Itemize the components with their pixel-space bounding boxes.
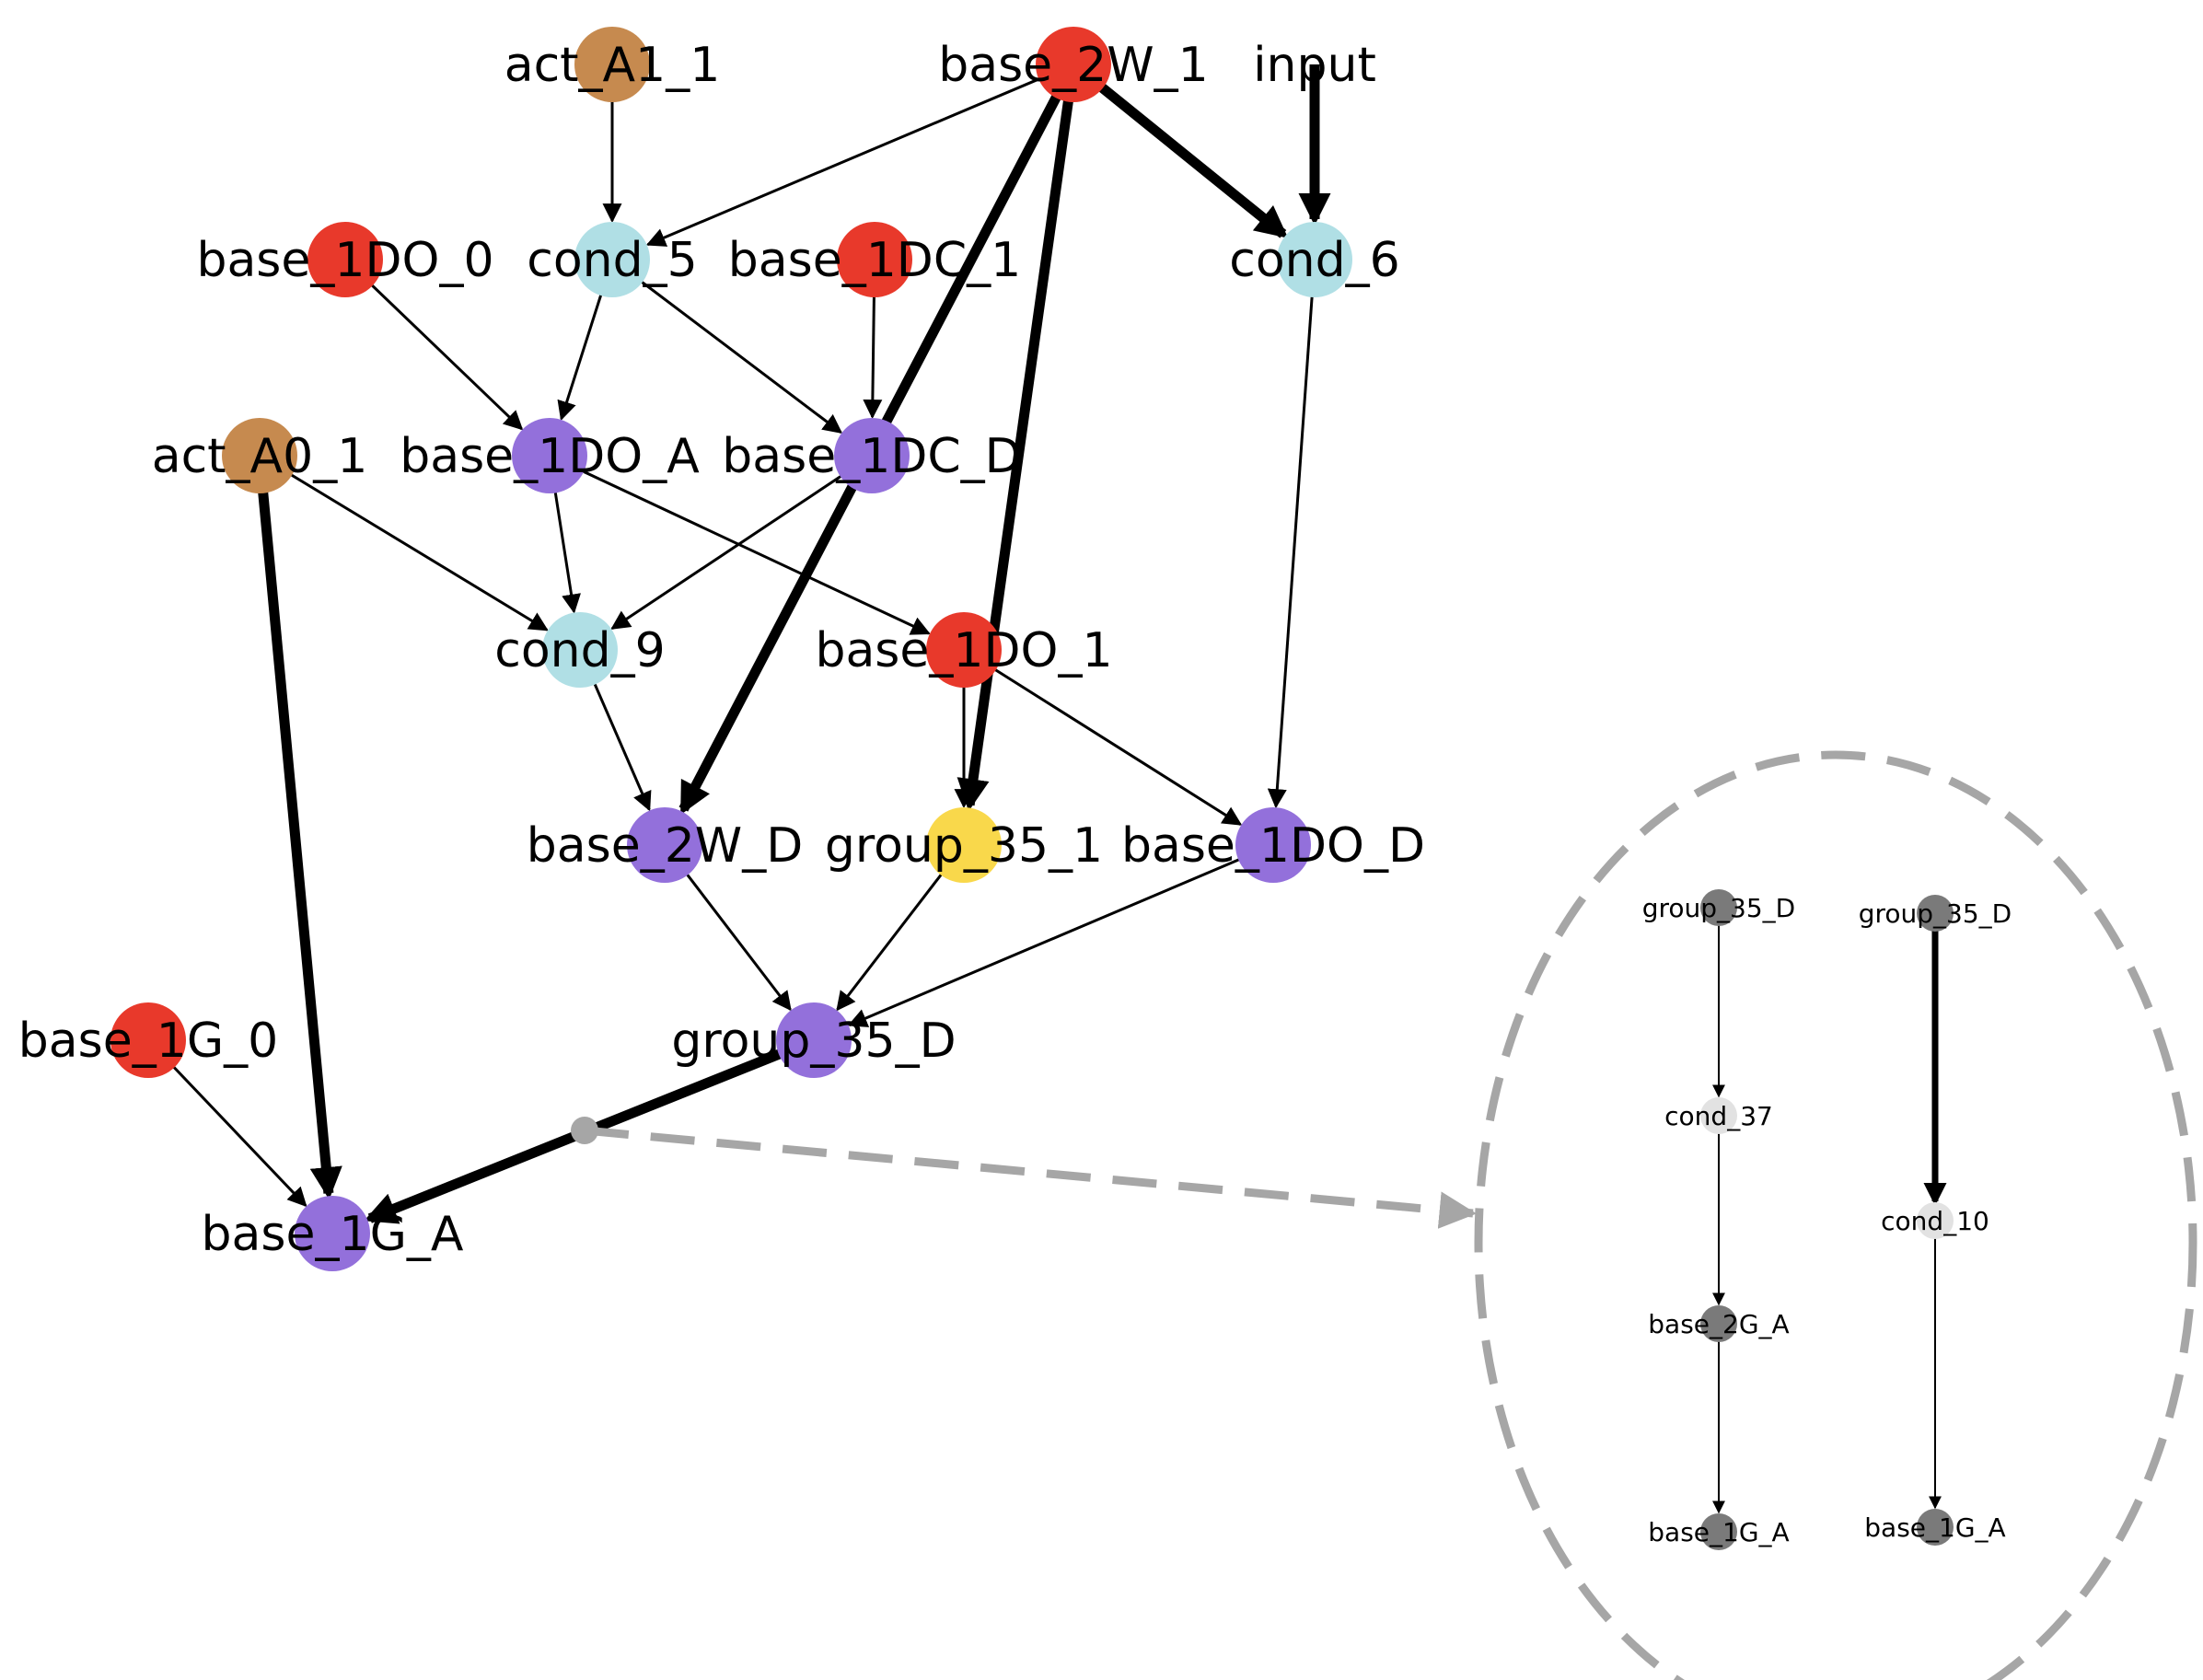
node-cond_6: cond_6 bbox=[1229, 222, 1400, 297]
edge-base_1DC_D-to-cond_9 bbox=[610, 454, 873, 630]
node-base_1G_0: base_1G_0 bbox=[18, 1002, 278, 1078]
main-graph-edges bbox=[146, 60, 1331, 1224]
node-circle bbox=[837, 222, 912, 297]
inset-node-circle bbox=[1917, 1202, 1954, 1239]
edge-act_A0_1-to-cond_9 bbox=[259, 454, 549, 631]
node-label: base_1G_0 bbox=[18, 1014, 278, 1069]
node-act_A0_1: act_A0_1 bbox=[152, 418, 368, 493]
inset-node-circle bbox=[1700, 1305, 1737, 1342]
edge-base_1G_0-to-base_1G_A bbox=[146, 1038, 307, 1208]
node-base_1DO_1: base_1DO_1 bbox=[815, 612, 1113, 688]
node-label: base_1DO_0 bbox=[196, 233, 493, 288]
node-base_2W_D: base_2W_D bbox=[527, 807, 804, 883]
node-label: cond_5 bbox=[527, 233, 697, 288]
node-label: cond_6 bbox=[1229, 233, 1399, 288]
node-group_35_1: group_35_1 bbox=[825, 807, 1103, 883]
node-circle bbox=[542, 612, 618, 688]
edge-base_1DO_D-to-group_35_D bbox=[847, 843, 1274, 1027]
inset-node-circle bbox=[1700, 1097, 1737, 1134]
node-label: act_A0_1 bbox=[152, 429, 368, 484]
node-label: group_35_1 bbox=[825, 818, 1103, 874]
node-circle bbox=[574, 222, 650, 297]
node-label: base_1DC_D bbox=[722, 429, 1021, 484]
node-cond_9: cond_9 bbox=[494, 612, 666, 688]
node-circle bbox=[512, 418, 587, 493]
node-circle bbox=[1235, 807, 1311, 883]
node-circle bbox=[834, 418, 910, 493]
inset-boundary bbox=[1474, 750, 2197, 1680]
inset-graph-nodes: group_35_D cond_37 base_2G_A base_1G_A group… bbox=[1642, 889, 2012, 1550]
node-base_1DC_1: base_1DC_1 bbox=[728, 222, 1021, 297]
edge-act_A0_1-to-base_1G_A bbox=[254, 455, 342, 1200]
node-circle bbox=[776, 1002, 852, 1078]
node-label: base_1DO_D bbox=[1121, 818, 1425, 874]
edge-cond_5-to-base_1DC_D bbox=[611, 258, 843, 434]
node-circle bbox=[307, 222, 383, 297]
inset-node-c1_base_1G_A: base_1G_A bbox=[1648, 1513, 1790, 1550]
inset-node-c2_base_1G_A: base_1G_A bbox=[1864, 1509, 2006, 1546]
node-label: base_1DC_1 bbox=[728, 233, 1021, 288]
edge-base_2W_1-to-group_35_1 bbox=[957, 64, 1079, 812]
node-circle bbox=[627, 807, 702, 883]
callout-anchor-dot bbox=[571, 1117, 598, 1144]
node-label: base_2W_1 bbox=[938, 38, 1209, 93]
node-circle bbox=[926, 807, 1002, 883]
node-circle bbox=[574, 27, 650, 102]
node-label: cond_9 bbox=[494, 623, 665, 678]
edge-cond_6-to-base_1DO_D bbox=[1267, 259, 1316, 809]
node-cond_5: cond_5 bbox=[527, 222, 698, 297]
inset-node-label: cond_37 bbox=[1664, 1101, 1773, 1131]
inset-node-circle bbox=[1917, 895, 1954, 932]
node-label: act_A1_1 bbox=[504, 38, 721, 93]
node-input: input bbox=[1253, 38, 1376, 93]
node-circle bbox=[222, 418, 297, 493]
inset-node-label: base_1G_A bbox=[1864, 1512, 2005, 1543]
node-circle bbox=[110, 1002, 186, 1078]
node-act_A1_1: act_A1_1 bbox=[504, 27, 721, 102]
inset-node-c1_cond_37: cond_37 bbox=[1664, 1097, 1773, 1134]
edge-base_2W_1-to-cond_5 bbox=[645, 63, 1074, 247]
node-base_1DO_A: base_1DO_A bbox=[400, 418, 700, 493]
node-circle bbox=[295, 1196, 370, 1271]
zoom-callout bbox=[571, 750, 2197, 1680]
inset-node-c2_group_35_D: group_35_D bbox=[1859, 895, 2012, 932]
node-group_35_D: group_35_D bbox=[671, 1002, 957, 1078]
node-label: base_1DO_A bbox=[400, 429, 700, 484]
inset-node-label: group_35_D bbox=[1642, 893, 1796, 923]
node-label: base_1DO_1 bbox=[815, 623, 1112, 678]
edge-base_2W_1-to-cond_6 bbox=[1070, 60, 1289, 238]
inset-node-circle bbox=[1700, 1513, 1737, 1550]
inset-graph-edges bbox=[1712, 908, 1947, 1514]
node-circle bbox=[1277, 222, 1352, 297]
edge-base_1DO_1-to-base_1DO_D bbox=[963, 648, 1243, 826]
inset-node-circle bbox=[1700, 889, 1737, 926]
node-label: base_1G_A bbox=[202, 1207, 464, 1262]
inset-node-label: base_2G_A bbox=[1648, 1309, 1789, 1339]
inset-node-c1_base_2G_A: base_2G_A bbox=[1648, 1305, 1790, 1342]
inset-node-circle bbox=[1917, 1509, 1954, 1546]
node-base_2W_1: base_2W_1 bbox=[938, 27, 1209, 102]
node-circle bbox=[1036, 27, 1111, 102]
edge-base_1DO_0-to-base_1DO_A bbox=[343, 258, 524, 431]
callout-connector bbox=[584, 1126, 1478, 1229]
inset-node-label: cond_10 bbox=[1881, 1206, 1989, 1236]
node-label: input bbox=[1253, 38, 1376, 93]
node-base_1DO_0: base_1DO_0 bbox=[196, 222, 494, 297]
node-label: base_2W_D bbox=[527, 818, 804, 874]
node-base_1DO_D: base_1DO_D bbox=[1121, 807, 1425, 883]
node-label: group_35_D bbox=[671, 1014, 956, 1069]
inset-node-label: group_35_D bbox=[1859, 898, 2012, 929]
inset-node-c2_cond_10: cond_10 bbox=[1881, 1202, 1989, 1239]
node-base_1G_A: base_1G_A bbox=[202, 1196, 464, 1271]
inset-node-label: base_1G_A bbox=[1648, 1517, 1789, 1547]
node-circle bbox=[926, 612, 1002, 688]
inset-node-c1_group_35_D: group_35_D bbox=[1642, 889, 1796, 926]
node-base_1DC_D: base_1DC_D bbox=[722, 418, 1022, 493]
